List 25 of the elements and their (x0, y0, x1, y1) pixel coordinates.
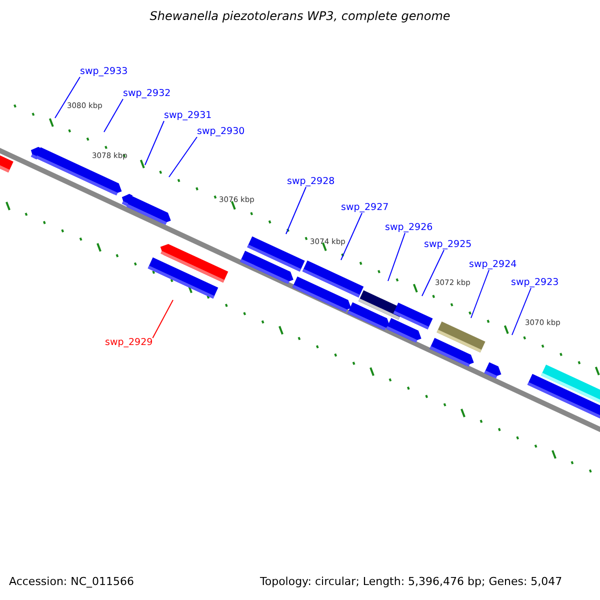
gene-label: swp_2925 (424, 239, 472, 251)
gene-label: swp_2927 (341, 202, 389, 214)
gene-label: swp_2923 (511, 277, 559, 289)
leader-line (144, 120, 164, 166)
leader-line (422, 250, 444, 296)
leader-line (168, 136, 198, 178)
gene-label: swp_2924 (469, 259, 517, 271)
leader-line (512, 288, 532, 336)
leader-line (104, 98, 124, 132)
leader-line (388, 232, 406, 282)
gene-label: swp_2929 (105, 337, 153, 349)
footer-text: Topology: circular; Length: 5,396,476 bp; Genes: 5,047 (260, 575, 562, 589)
footer-text: Accession: NC_011566 (9, 575, 134, 589)
leader-line (286, 186, 306, 234)
gene-label: swp_2931 (164, 110, 212, 122)
leader-line (340, 212, 362, 260)
gene-label: swp_2926 (385, 222, 433, 234)
leader-line (470, 270, 490, 318)
gene-label: swp_2933 (80, 66, 128, 78)
gene-label: swp_2932 (123, 88, 171, 100)
leader-line (54, 76, 80, 118)
gene-label: swp_2928 (287, 176, 335, 188)
gene-label: swp_2930 (197, 126, 245, 138)
title: Shewanella piezotolerans WP3, complete genome (148, 9, 452, 23)
leader-line (152, 300, 174, 338)
